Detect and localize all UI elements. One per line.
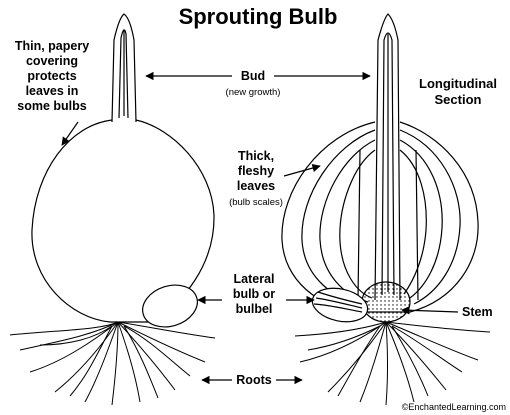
diagram-title: Sprouting Bulb <box>179 4 338 29</box>
bud-label: Bud <box>241 69 265 83</box>
leaves-line-2: fleshy <box>238 164 274 178</box>
left-bulb-body <box>31 119 215 323</box>
covering-line-2: covering <box>26 54 78 68</box>
stem-arrow <box>401 306 459 315</box>
right-bud <box>374 13 401 301</box>
leaves-line-3: leaves <box>237 179 275 193</box>
credit-text: ©EnchantedLearning.com <box>402 402 506 412</box>
covering-line-5: some bulbs <box>17 99 87 113</box>
section-line-2: Section <box>435 92 482 107</box>
leaves-line-1: Thick, <box>238 149 274 163</box>
leaves-arrow <box>283 163 321 177</box>
covering-line-4: leaves in <box>26 84 79 98</box>
label-stem: Stem <box>401 305 493 319</box>
lateral-line-2: bulb or <box>233 287 275 301</box>
label-section: Longitudinal Section <box>419 76 497 107</box>
lateral-line-1: Lateral <box>234 272 275 286</box>
section-line-1: Longitudinal <box>419 76 497 91</box>
label-bud: Bud (new growth) <box>145 69 371 98</box>
covering-line-3: protects <box>27 69 76 83</box>
stem-label: Stem <box>462 305 493 319</box>
label-lateral: Lateral bulb or bulbel <box>197 272 315 316</box>
label-leaves: Thick, fleshy leaves (bulb scales) <box>229 149 321 208</box>
lateral-line-3: bulbel <box>236 302 273 316</box>
stem <box>361 281 411 323</box>
left-bulbel <box>142 284 198 328</box>
right-roots <box>294 321 491 406</box>
label-covering: Thin, papery covering protects leaves in… <box>15 39 89 146</box>
roots-label: Roots <box>236 373 271 387</box>
leaves-note: (bulb scales) <box>229 197 283 208</box>
left-bulb <box>9 13 216 406</box>
covering-arrow <box>61 121 79 146</box>
label-roots: Roots <box>201 373 303 387</box>
left-roots <box>9 321 216 406</box>
right-bulb-section <box>281 13 491 406</box>
bud-note: (new growth) <box>226 87 281 98</box>
covering-line-1: Thin, papery <box>15 39 89 53</box>
right-bulbel <box>311 287 369 323</box>
left-bud <box>111 13 137 123</box>
